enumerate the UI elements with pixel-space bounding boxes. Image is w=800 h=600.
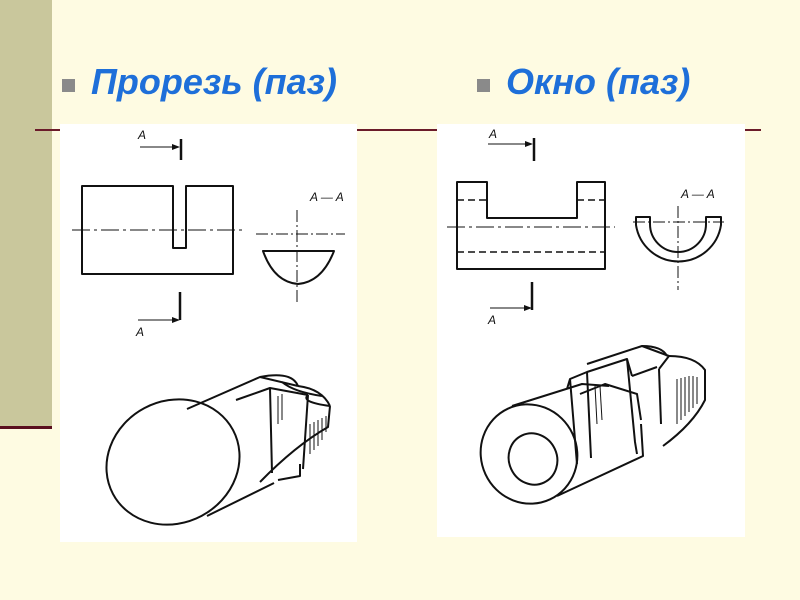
iso-top-arc-right xyxy=(297,385,331,407)
slot-drawing: A A A — A xyxy=(72,128,345,526)
iso-shading-lines xyxy=(594,376,698,425)
arrowhead-top xyxy=(525,141,533,147)
iso-right-wall xyxy=(658,368,662,425)
front-view-outline xyxy=(456,181,606,270)
rule-left-segment xyxy=(35,129,75,131)
right-heading: Окно (паз) xyxy=(477,60,690,104)
front-view-outline xyxy=(81,185,234,275)
iso-window-inner-wall xyxy=(626,358,638,455)
iso-window-top-right xyxy=(631,366,658,377)
iso-bottom-edge xyxy=(556,423,644,497)
arrowhead-bottom xyxy=(524,305,532,311)
iso-right-contour xyxy=(662,355,706,447)
iso-slot-bottom xyxy=(277,464,301,481)
iso-window-left-walls xyxy=(569,371,592,465)
iso-back-block-top xyxy=(586,345,670,370)
bullet-square-icon xyxy=(62,78,75,92)
rule-middle-segment xyxy=(356,129,440,131)
bullet-square-icon xyxy=(477,78,490,92)
arrowhead-bottom xyxy=(172,317,180,323)
iso-right-contour xyxy=(259,405,331,483)
right-title: Окно (паз) xyxy=(506,61,691,102)
iso-front-face xyxy=(479,403,579,505)
iso-bore xyxy=(507,432,559,486)
section-letter-bottom: A xyxy=(135,325,144,339)
rule-right-segment xyxy=(745,129,761,131)
iso-front-face xyxy=(105,398,241,526)
decorative-side-bar xyxy=(0,0,52,426)
window-drawing: A A A — A xyxy=(447,127,724,505)
left-drawing-panel: A A A — A xyxy=(60,124,357,542)
iso-slot-walls xyxy=(269,387,309,474)
section-label: A — A xyxy=(680,187,715,201)
iso-slot-back-edge xyxy=(281,381,323,397)
section-letter-top: A xyxy=(488,127,497,141)
side-bar-rule xyxy=(0,426,52,429)
section-letter-bottom: A xyxy=(487,313,496,327)
section-letter-top: A xyxy=(137,128,146,142)
arrowhead-top xyxy=(172,144,180,150)
section-ring-hatched xyxy=(635,216,722,263)
iso-top-arc xyxy=(259,374,299,387)
iso-slot-inner xyxy=(305,394,331,407)
left-heading: Прорезь (паз) xyxy=(62,60,337,104)
section-label: A — A xyxy=(309,190,344,204)
section-segment-hatched xyxy=(262,250,335,285)
left-title: Прорезь (паз) xyxy=(91,61,337,102)
iso-shading-lines xyxy=(277,394,327,454)
iso-back-block-arc xyxy=(641,345,668,357)
iso-window-floor xyxy=(579,383,642,421)
right-drawing-panel: A A A — A xyxy=(437,124,745,537)
iso-bottom-edge xyxy=(206,482,275,517)
